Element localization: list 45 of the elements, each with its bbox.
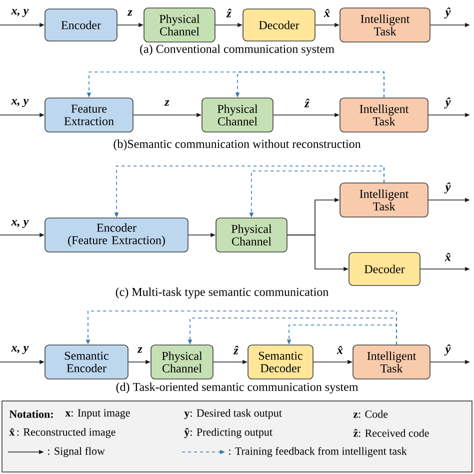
legend-text: : Signal flow (48, 446, 105, 458)
process-box: Semantic Decoder (248, 344, 314, 380)
process-box: Encoder (Feature Extraction) (44, 218, 188, 252)
process-box: Physical Channel (144, 8, 216, 42)
edge-label: x̂ (444, 252, 451, 262)
notation-text: y: Desired task output (184, 409, 282, 419)
edge-label: ŷ (444, 97, 451, 109)
edge-label: ẑ (226, 8, 232, 18)
process-box: Feature Extraction (44, 98, 134, 132)
caption: (d) Task-oriented semantic communication system (116, 382, 358, 394)
process-box: Intelligent Task (340, 98, 428, 132)
notation-text: z: Code (353, 410, 388, 418)
edge-label: x̂ (324, 8, 330, 18)
edge-label: x̂ (336, 346, 343, 354)
notation-text: Notation: (9, 410, 53, 418)
edge-label: ŷ (444, 182, 451, 194)
edge-label: x, y (11, 346, 29, 354)
process-box: Physical Channel (150, 344, 214, 380)
process-box: Decoder (348, 252, 420, 286)
edge-label: z (164, 100, 170, 106)
notation-text: x̂: Reconstructed image (9, 428, 116, 438)
process-box: Physical Channel (216, 218, 288, 252)
process-box: Intelligent Task (340, 8, 430, 42)
process-box: Encoder (44, 8, 118, 42)
legend-text: : Training feedback from intelligent task (229, 446, 407, 458)
caption: (b)Semantic communication without reconstruction (114, 140, 361, 150)
process-box: Intelligent Task (340, 182, 428, 218)
notation-text: x: Input image (65, 409, 130, 419)
edge-label: x, y (11, 220, 29, 228)
process-box: Semantic Encoder (44, 344, 128, 380)
edge-label: ẑ (304, 98, 310, 108)
edge-label: x, y (11, 98, 29, 108)
edge-label: ẑ (233, 346, 239, 354)
process-box: Decoder (242, 8, 316, 42)
caption: (c) Multi-task type semantic communication (116, 288, 328, 298)
notation-text: ẑ: Received code (353, 429, 429, 437)
caption: (a) Conventional communication system (140, 44, 334, 56)
process-box: Physical Channel (202, 98, 274, 132)
edge-label: z (127, 10, 132, 16)
edge-label: ŷ (444, 7, 451, 19)
edge-label: z (137, 347, 142, 353)
edge-label: x, y (11, 8, 29, 18)
process-box: Intelligent Task (352, 344, 430, 380)
edge-label: ŷ (444, 344, 451, 356)
notation-text: ŷ: Predicting output (184, 428, 272, 438)
